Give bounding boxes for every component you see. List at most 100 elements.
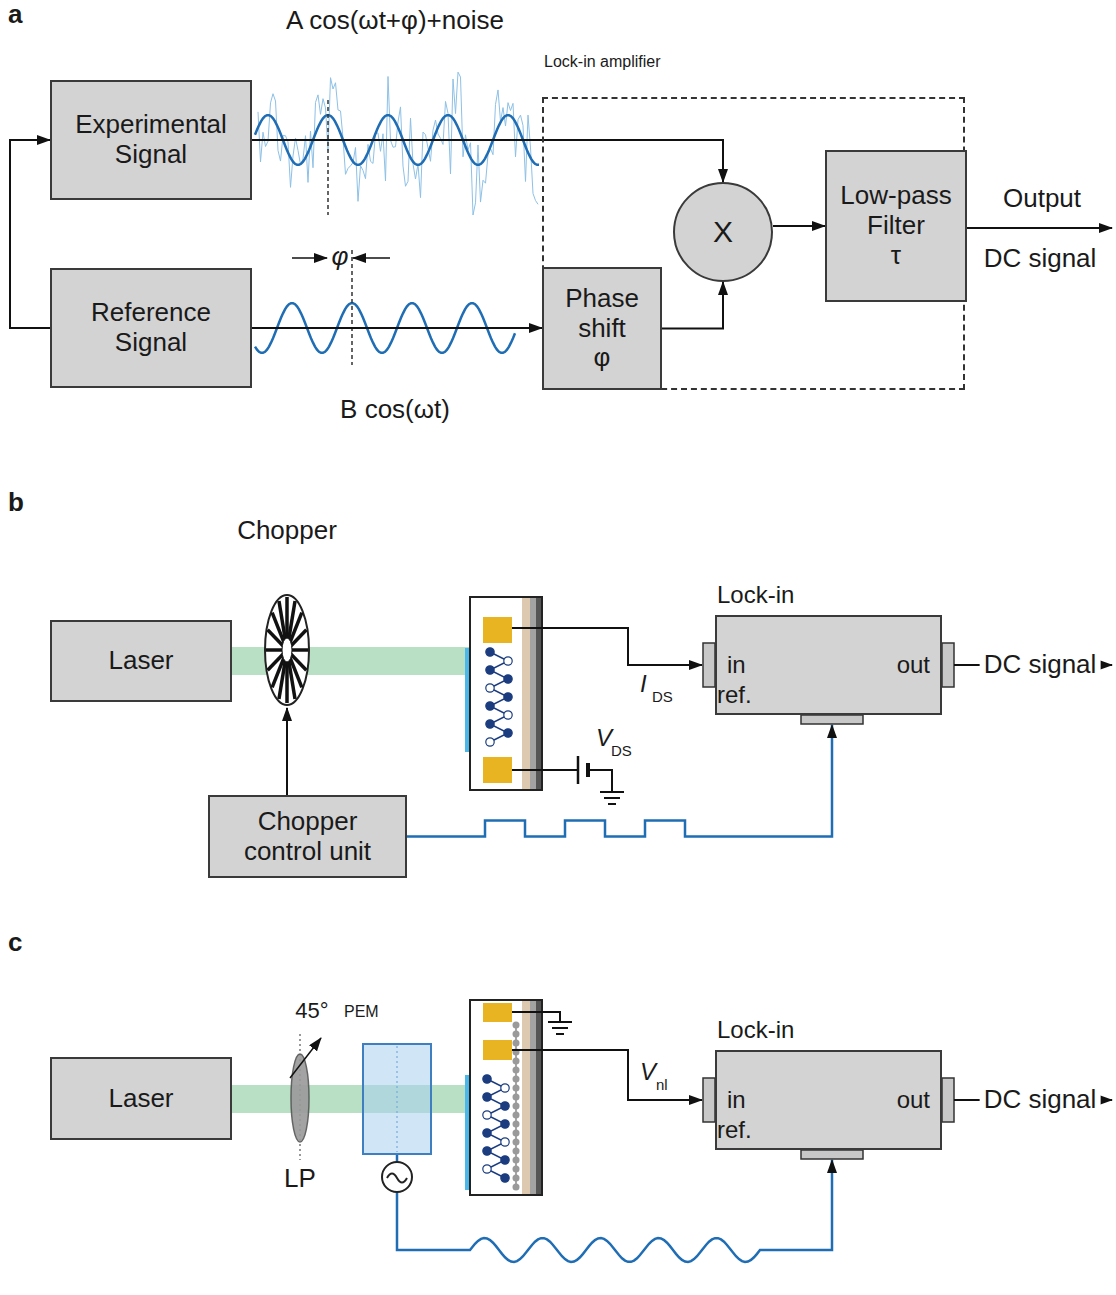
ac-source-symbol xyxy=(382,1162,412,1192)
panel-letter: c xyxy=(8,928,22,958)
lattice-atom xyxy=(483,1075,491,1083)
node-text: Laser xyxy=(108,646,173,676)
device-outline xyxy=(470,597,542,790)
substrate-layer xyxy=(522,1001,530,1194)
chopper-blade xyxy=(272,613,302,688)
connector xyxy=(773,225,825,227)
chain-atom xyxy=(513,1076,520,1083)
ground-symbol xyxy=(604,797,620,799)
connector xyxy=(407,725,832,837)
chain-atom xyxy=(513,1022,520,1029)
chain-atom xyxy=(513,1040,520,1047)
phase-marker xyxy=(327,100,329,215)
node-text: in xyxy=(727,1086,746,1114)
lattice-atom xyxy=(504,711,512,719)
wire xyxy=(512,628,702,665)
device xyxy=(465,1000,542,1195)
connector xyxy=(397,1155,832,1262)
lattice-atom xyxy=(483,1129,491,1137)
node-text: Low-pass Filter xyxy=(835,181,957,241)
chain-atom xyxy=(513,1157,520,1164)
battery-symbol xyxy=(577,756,580,784)
chain-atom xyxy=(513,1067,520,1074)
port xyxy=(703,643,715,687)
chain-atom xyxy=(513,1085,520,1092)
device-outline xyxy=(470,1000,542,1195)
connector xyxy=(252,140,723,182)
lattice-atom xyxy=(483,1165,491,1173)
node-text: Laser xyxy=(108,1084,173,1114)
node-text: ref. xyxy=(717,1116,940,1144)
signal-name: V xyxy=(596,724,612,752)
lattice-atom xyxy=(486,702,494,710)
lattice-atom xyxy=(486,720,494,728)
mixer-circle: X xyxy=(673,182,773,282)
gold-contact xyxy=(483,1040,512,1060)
connector xyxy=(662,282,723,329)
lattice-atom xyxy=(486,648,494,656)
lock-in-box: Lock-ininoutref. xyxy=(715,615,942,715)
signal-formula: B cos(ωt) xyxy=(340,395,450,425)
control-arrow xyxy=(286,708,288,795)
filter-box: Low-pass Filterτ xyxy=(825,150,967,302)
lattice-atom xyxy=(504,657,512,665)
output-label: DC signal xyxy=(980,650,1101,680)
chopper-wheel xyxy=(265,595,309,705)
modulator-box: PEM xyxy=(362,1043,432,1155)
chain-atom xyxy=(513,1121,520,1128)
node-text: out xyxy=(897,651,930,679)
node-text: PEM xyxy=(344,1003,454,1021)
wire xyxy=(512,769,578,771)
signal-name: I xyxy=(640,670,647,698)
port xyxy=(703,1078,715,1122)
ground-symbol xyxy=(552,1027,568,1029)
lattice-atom xyxy=(483,1111,491,1119)
phase-shift-box: Phase shiftφ xyxy=(542,267,662,390)
node-text: Experimental Signal xyxy=(60,110,242,170)
lattice-atom xyxy=(501,1084,509,1092)
chopper-hub xyxy=(282,638,292,662)
phase-marker xyxy=(351,250,353,365)
lattice-atom xyxy=(501,1174,509,1182)
lock-in-region: Lock-in amplifierXLow-pass FilterτPhase … xyxy=(542,97,965,390)
gold-contact xyxy=(483,1003,512,1022)
panel-letter: b xyxy=(8,488,24,518)
phase-arrow xyxy=(292,257,327,259)
substrate-layer xyxy=(536,598,541,789)
wire xyxy=(512,1012,560,1022)
lattice-atom xyxy=(483,1147,491,1155)
node-text: Lock-in xyxy=(717,581,940,609)
chain-atom xyxy=(513,1184,520,1191)
signal-formula: A cos(ωt+φ)+noise xyxy=(286,6,504,36)
lattice-atom xyxy=(504,675,512,683)
port xyxy=(942,643,954,687)
phase-arrow xyxy=(353,257,390,259)
lattice-atom xyxy=(504,729,512,737)
chopper-blade xyxy=(279,601,295,699)
chain-atom xyxy=(513,1166,520,1173)
chain-atom xyxy=(513,1112,520,1119)
ground-symbol xyxy=(548,1021,572,1023)
output-arrow xyxy=(967,227,1112,229)
chain-atom xyxy=(513,1130,520,1137)
lattice-atom xyxy=(501,1102,509,1110)
signal-subscript: DS xyxy=(652,688,673,705)
part-label: LP xyxy=(284,1164,316,1194)
signal-box: Reference Signal xyxy=(50,268,252,388)
node-text: in xyxy=(727,651,746,679)
laser-box: Laser xyxy=(50,1057,232,1140)
node-text: Chopper control unit xyxy=(218,807,397,867)
lattice-atom xyxy=(504,693,512,701)
chain-atom xyxy=(513,1139,520,1146)
lattice-atom xyxy=(486,738,494,746)
waveforms xyxy=(255,72,539,353)
lattice-atom xyxy=(501,1138,509,1146)
gold-contact xyxy=(483,617,512,643)
node-text: Lock-in xyxy=(717,1016,940,1044)
part-label: Chopper xyxy=(237,516,337,546)
lattice-atom xyxy=(501,1120,509,1128)
lattice-atom xyxy=(486,666,494,674)
chain-atom xyxy=(513,1175,520,1182)
node-text: ref. xyxy=(717,681,940,709)
